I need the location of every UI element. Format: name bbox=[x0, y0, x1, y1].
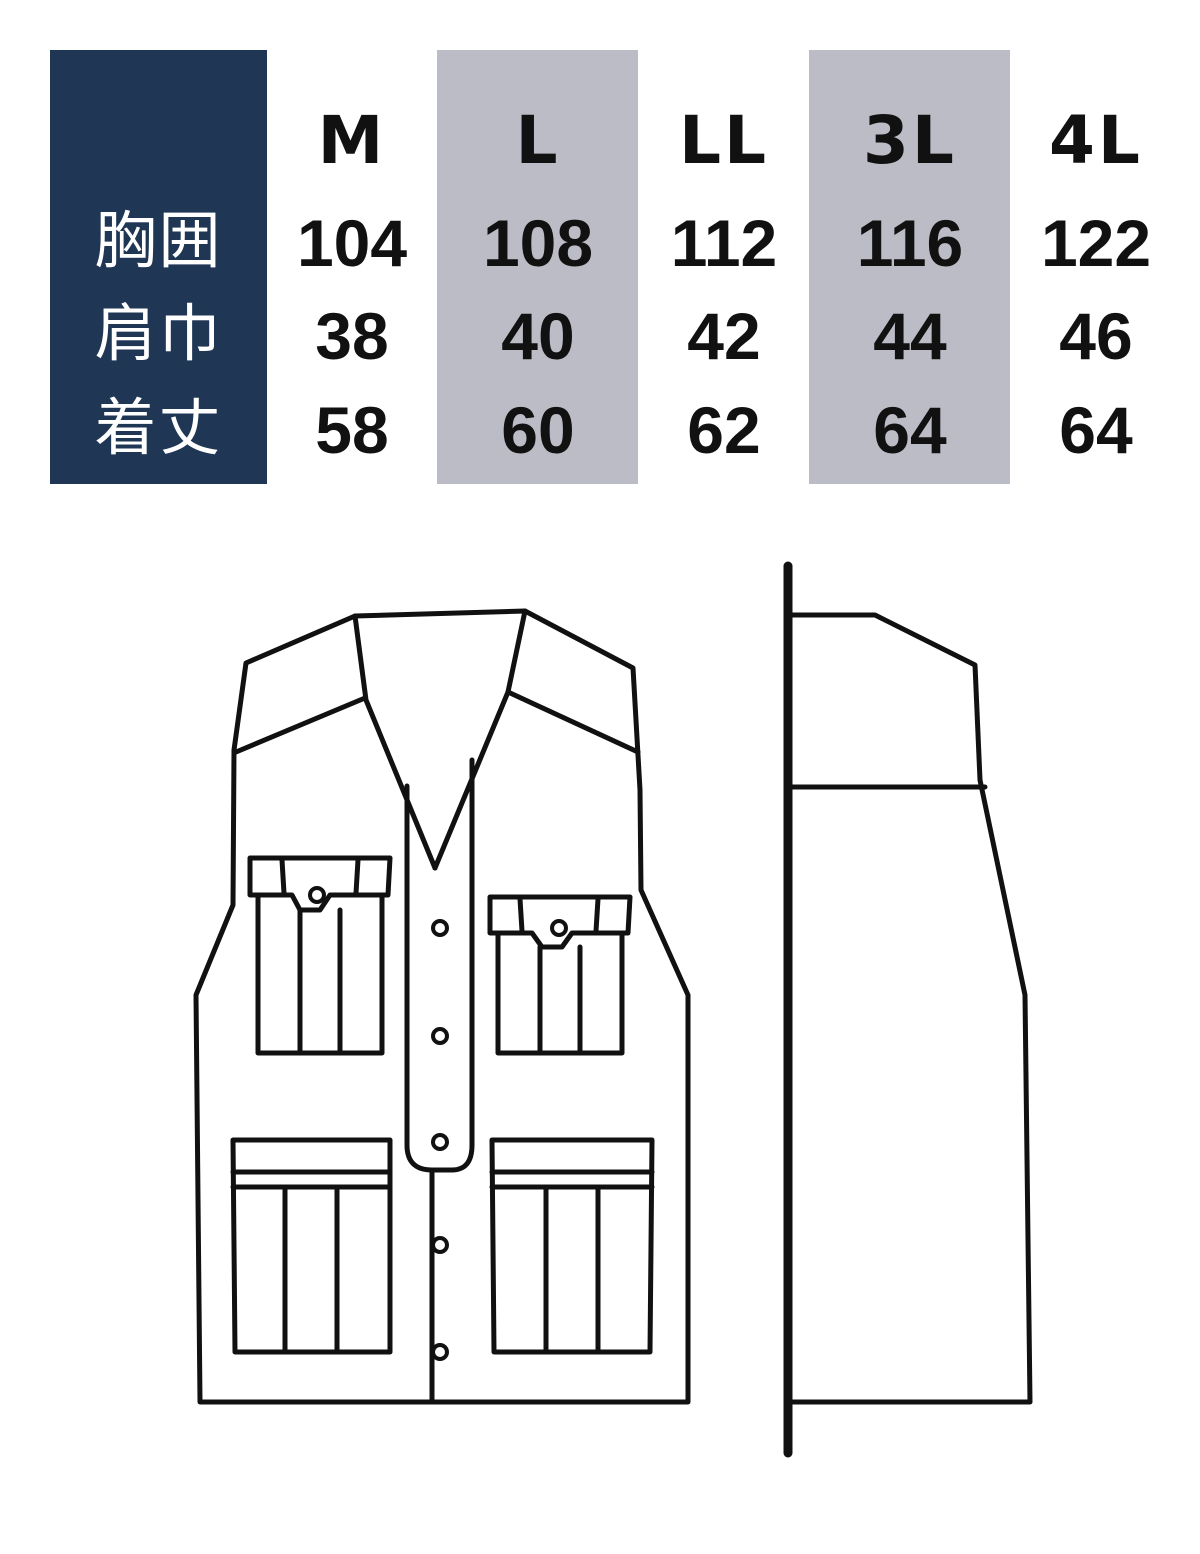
row-label-shoulder: 肩巾 bbox=[94, 297, 223, 370]
cell-chest-m: 104 bbox=[296, 206, 408, 280]
cell-shoulder-m: 38 bbox=[315, 299, 389, 373]
button-icons bbox=[308, 886, 568, 1361]
cell-length-3l: 64 bbox=[873, 393, 947, 467]
size-header-l: L bbox=[515, 102, 561, 179]
cell-shoulder-4l: 46 bbox=[1059, 299, 1133, 373]
size-table: M L LL 3L 4L 胸囲 104 108 112 116 122 肩巾 3… bbox=[0, 0, 1200, 490]
column-band-3l bbox=[809, 50, 1010, 484]
size-header-m: M bbox=[317, 102, 387, 179]
garment-illustration bbox=[193, 561, 1033, 1458]
cell-chest-ll: 112 bbox=[670, 206, 778, 280]
vest-front-icon bbox=[193, 608, 691, 1405]
cell-shoulder-3l: 44 bbox=[873, 299, 947, 373]
row-label-length: 着丈 bbox=[94, 391, 223, 464]
row-label-panel bbox=[50, 50, 267, 484]
cell-shoulder-ll: 42 bbox=[687, 299, 761, 373]
size-header-4l: 4L bbox=[1049, 102, 1143, 179]
cell-length-l: 60 bbox=[501, 393, 575, 467]
vest-side-icon bbox=[783, 561, 1033, 1458]
cell-chest-3l: 116 bbox=[856, 206, 964, 280]
cell-length-ll: 62 bbox=[687, 393, 761, 467]
cell-shoulder-l: 40 bbox=[501, 299, 575, 373]
cell-length-4l: 64 bbox=[1059, 393, 1133, 467]
cell-length-m: 58 bbox=[315, 393, 389, 467]
row-label-chest: 胸囲 bbox=[94, 204, 223, 277]
size-header-3l: 3L bbox=[863, 102, 957, 179]
cell-chest-4l: 122 bbox=[1040, 206, 1152, 280]
size-header-ll: LL bbox=[678, 102, 770, 179]
cell-chest-l: 108 bbox=[482, 206, 594, 280]
column-band-l bbox=[437, 50, 638, 484]
